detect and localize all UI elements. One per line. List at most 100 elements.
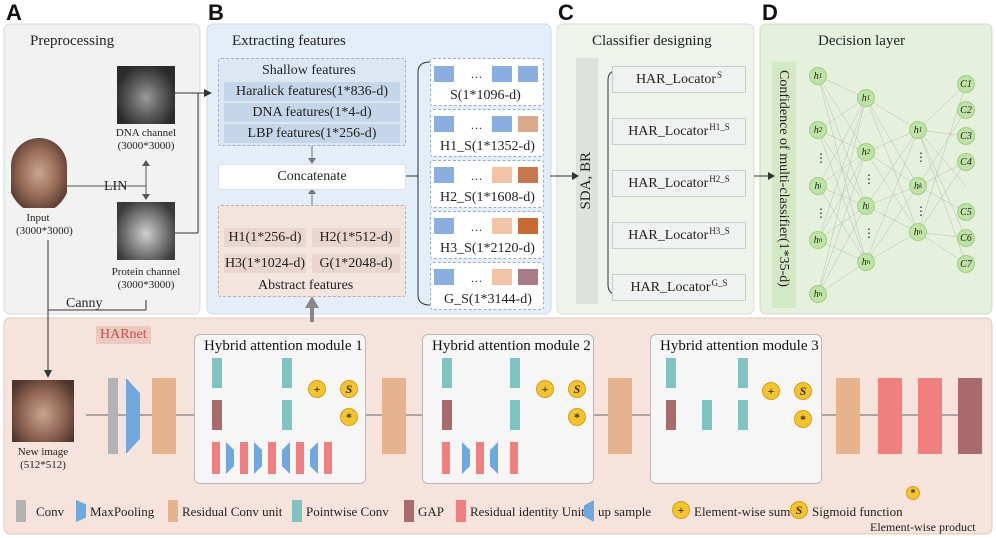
- set-label-h3: H3_S(1*2120-d): [440, 241, 535, 256]
- residual-conv-block: [836, 378, 860, 454]
- sum-op: +: [308, 380, 326, 398]
- new-image-caption: New image (512*512): [17, 446, 69, 471]
- set-label-g: G_S(1*3144-d): [444, 292, 532, 307]
- upsample-block: [282, 442, 290, 474]
- pointwise-conv: [282, 400, 292, 430]
- pointwise-conv: [510, 358, 520, 388]
- pointwise-conv: [738, 358, 748, 388]
- residual-identity: [510, 442, 518, 474]
- residual-identity: [240, 442, 248, 474]
- lbp-box: LBP features(1*256-d): [224, 124, 400, 143]
- set-label-h1: H1_S(1*1352-d): [440, 139, 535, 154]
- product-op: *: [794, 410, 812, 428]
- legend-maxpool: MaxPooling: [90, 504, 155, 519]
- legend-sigmoid: Sigmoid function: [812, 504, 903, 519]
- decision-title: Decision layer: [818, 33, 906, 49]
- gap-block: [958, 378, 982, 454]
- gap-block: [666, 400, 676, 430]
- extract-title: Extracting features: [232, 33, 346, 49]
- h2-box: H2(1*512-d): [312, 228, 400, 247]
- panel-label-c: C: [558, 0, 574, 25]
- input-image: [11, 138, 67, 208]
- residual-identity: [918, 378, 942, 454]
- maxpool-block: [462, 442, 470, 474]
- feat-blue: [492, 116, 512, 132]
- pointwise-conv: [510, 400, 520, 430]
- legend-rid-swatch: [456, 500, 466, 522]
- locator-sup: H2_S: [709, 173, 730, 184]
- panel-label-a: A: [6, 0, 22, 25]
- upsample-block: [490, 442, 498, 474]
- legend-pw: Pointwise Conv: [306, 504, 389, 519]
- feat-blue: [434, 116, 454, 132]
- legend-sum-icon: +: [672, 501, 690, 519]
- pointwise-conv: [282, 358, 292, 388]
- ellipsis: ...: [471, 271, 483, 285]
- vertical-ellipsis: ⋮: [863, 226, 875, 240]
- locator-name: HAR_Locator: [628, 227, 709, 243]
- locator-name: HAR_Locator: [628, 175, 709, 191]
- legend-product: Element-wise product: [870, 520, 976, 534]
- panel-label-b: B: [208, 0, 224, 25]
- vertical-ellipsis: ⋮: [815, 206, 827, 220]
- pointwise-conv: [666, 358, 676, 388]
- vertical-ellipsis: ⋮: [863, 172, 875, 186]
- residual-identity: [476, 442, 484, 474]
- residual-identity: [296, 442, 304, 474]
- set-label-s: S(1*1096-d): [450, 88, 521, 103]
- product-op: *: [340, 408, 358, 426]
- lin-label: LIN: [104, 179, 128, 194]
- gap-block: [442, 400, 452, 430]
- shallow-title: Shallow features: [262, 63, 356, 78]
- pointwise-conv: [212, 358, 222, 388]
- sum-op: +: [762, 382, 780, 400]
- vertical-ellipsis: ⋮: [815, 151, 827, 165]
- residual-conv-block: [152, 378, 176, 454]
- feat-blue: [518, 66, 538, 82]
- feat-orange: [518, 167, 538, 183]
- feat-blue: [434, 269, 454, 285]
- ellipsis: ...: [471, 67, 483, 81]
- g-box: G(1*2048-d): [312, 254, 400, 273]
- residual-conv-block: [382, 378, 406, 454]
- h1-box: H1(1*256-d): [224, 228, 306, 247]
- gap-block: [212, 400, 222, 430]
- legend-gap-swatch: [404, 500, 414, 522]
- maxpool-block: [254, 442, 262, 474]
- legend-up: up sample: [598, 504, 652, 519]
- confidence-label: Confidence of multi-classifier(1*35-d): [776, 70, 791, 287]
- classifier-title: Classifier designing: [592, 33, 712, 49]
- dna-features-box: DNA features(1*4-d): [224, 103, 400, 122]
- product-op: *: [568, 408, 586, 426]
- class-node-2: C2: [957, 101, 975, 119]
- feat-peach: [492, 269, 512, 285]
- locator-sup: H1_S: [709, 121, 730, 132]
- locator-name: HAR_Locator: [630, 279, 711, 295]
- h3-box: H3(1*1024-d): [224, 254, 306, 273]
- legend-conv: Conv: [36, 504, 65, 519]
- preprocessing-title: Preprocessing: [30, 33, 115, 49]
- module-2-title: Hybrid attention module 2: [432, 338, 591, 354]
- residual-identity: [212, 442, 220, 474]
- harnet-label: HARnet: [96, 326, 151, 344]
- feat-mauve: [518, 269, 538, 285]
- dna-caption: DNA channel (3000*3000): [115, 127, 177, 152]
- pointwise-conv: [702, 400, 712, 430]
- locator-name: HAR_Locator: [628, 123, 709, 139]
- pointwise-conv: [442, 358, 452, 388]
- legend-maxpool-swatch: [76, 500, 86, 522]
- residual-identity: [268, 442, 276, 474]
- sda-br-label: SDA, BR: [578, 152, 594, 210]
- sigmoid-op: S: [340, 380, 358, 398]
- legend-product-icon: *: [906, 486, 920, 500]
